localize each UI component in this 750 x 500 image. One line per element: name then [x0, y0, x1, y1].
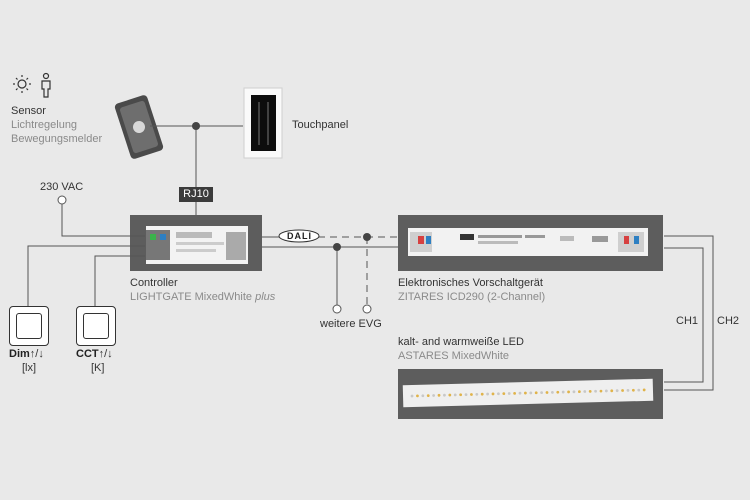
led-dot: [491, 392, 495, 396]
dim-unit: [lx]: [22, 362, 37, 374]
led-dot: [583, 390, 587, 393]
cct-label: CCT: [76, 348, 99, 360]
led-dot: [518, 391, 522, 395]
dim-switch[interactable]: [9, 306, 49, 346]
led-dot: [621, 389, 624, 392]
led-dot: [561, 390, 565, 394]
dali-label: DALI: [287, 231, 312, 241]
led-title: kalt- and warmweiße LED: [398, 336, 524, 348]
more-ballasts-label: weitere EVG: [320, 318, 382, 330]
brightness-icon: [13, 75, 31, 93]
led-dot: [432, 394, 436, 397]
led-dot: [459, 393, 463, 397]
led-dot: [604, 389, 608, 393]
led-model: ASTARES MixedWhite: [398, 350, 510, 362]
led-dot: [615, 389, 619, 393]
led-dot: [588, 389, 592, 393]
power-label: 230 VAC: [40, 181, 84, 193]
cct-switch[interactable]: [76, 306, 116, 346]
led-dot: [410, 394, 414, 398]
sensor-device: [114, 95, 164, 159]
led-dot: [502, 392, 506, 396]
led-dot: [550, 390, 554, 394]
led-dot: [540, 391, 543, 395]
led-dot: [513, 391, 517, 395]
sensor-line2: Bewegungsmelder: [11, 133, 103, 145]
led-dot: [626, 388, 630, 392]
led-dot: [464, 393, 468, 397]
led-dot: [577, 390, 581, 394]
dim-label: Dim: [9, 348, 30, 360]
ballast-model: ZITARES ICD290 (2-Channel): [398, 291, 546, 303]
controller-title: Controller: [130, 277, 178, 289]
led-dot: [524, 391, 527, 395]
motion-person-icon: [41, 72, 51, 98]
led-dot: [437, 393, 441, 397]
cct-switch-label: CCT↑/↓: [76, 348, 113, 361]
led-dot: [470, 393, 473, 396]
cct-unit: [K]: [91, 362, 105, 374]
rj10-label: RJ10: [179, 187, 213, 202]
led-dot: [426, 394, 430, 398]
led-dot: [545, 391, 549, 394]
led-dot: [453, 393, 457, 397]
led-dot: [567, 390, 570, 394]
led-dot: [475, 392, 479, 396]
led-dot: [416, 394, 419, 398]
led-dot: [534, 391, 538, 395]
led-dot: [448, 393, 452, 397]
led-dot: [631, 388, 635, 392]
dim-arrows: ↑/↓: [29, 348, 44, 360]
ballast-title: Elektronisches Vorschaltgerät: [398, 277, 543, 289]
led-dot: [610, 389, 614, 393]
led-dot: [572, 390, 576, 394]
controller-model-main: LIGHTGATE MixedWhite: [130, 291, 253, 303]
led-dot: [594, 389, 597, 393]
led-dot: [480, 392, 484, 396]
controller-device: [146, 226, 248, 264]
controller-model-suffix: plus: [255, 291, 276, 303]
led-dot: [486, 392, 490, 396]
dali-logo-icon: [278, 229, 320, 243]
channel-2-label: CH2: [717, 315, 740, 327]
sensor-title: Sensor: [11, 105, 46, 117]
channel-1-label: CH1: [676, 315, 699, 327]
led-dot: [556, 390, 560, 394]
led-dot: [507, 392, 511, 395]
led-dot: [443, 393, 446, 397]
led-dot: [529, 391, 533, 395]
led-dot: [497, 392, 500, 396]
dim-switch-label: Dim↑/↓: [9, 348, 44, 361]
ballast-device: [408, 228, 648, 256]
led-strip: [402, 378, 654, 408]
led-dot: [642, 388, 646, 392]
led-dot: [421, 394, 425, 398]
sensor-line1: Lichtregelung: [11, 119, 78, 131]
cct-arrows: ↑/↓: [98, 348, 113, 360]
led-dot: [637, 388, 641, 392]
touchpanel-label: Touchpanel: [292, 119, 349, 131]
controller-model: LIGHTGATE MixedWhite plus: [130, 291, 275, 304]
touchpanel-device: [243, 87, 283, 159]
led-dot: [599, 389, 603, 393]
